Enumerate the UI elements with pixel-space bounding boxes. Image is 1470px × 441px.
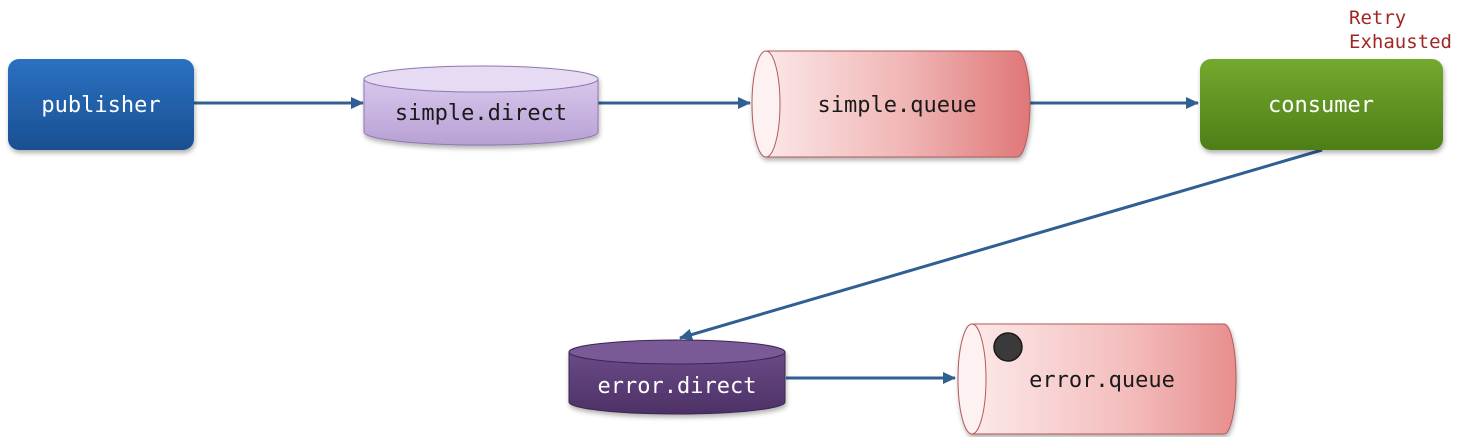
node-error-queue-label: error.queue (1029, 368, 1175, 393)
edge-consumer-to-error-direct (679, 148, 1323, 341)
node-publisher: publisher (8, 59, 194, 150)
node-consumer: consumer (1200, 59, 1443, 150)
node-error-direct (568, 339, 786, 415)
node-error-queue (957, 323, 1237, 435)
node-consumer-label: consumer (1268, 93, 1374, 118)
node-publisher-label: publisher (41, 93, 160, 118)
node-simple-direct-label: simple.direct (395, 101, 567, 126)
node-error-direct-label: error.direct (598, 374, 757, 399)
edges (194, 97, 1323, 384)
retry-exhausted-annotation: Retry Exhausted (1349, 6, 1452, 54)
message-marker (993, 332, 1023, 362)
annotation-line-1: Retry (1349, 7, 1407, 29)
annotation-line-2: Exhausted (1349, 31, 1452, 53)
node-simple-queue (751, 50, 1031, 158)
node-simple-queue-label: simple.queue (818, 93, 977, 118)
node-simple-direct (363, 65, 599, 146)
